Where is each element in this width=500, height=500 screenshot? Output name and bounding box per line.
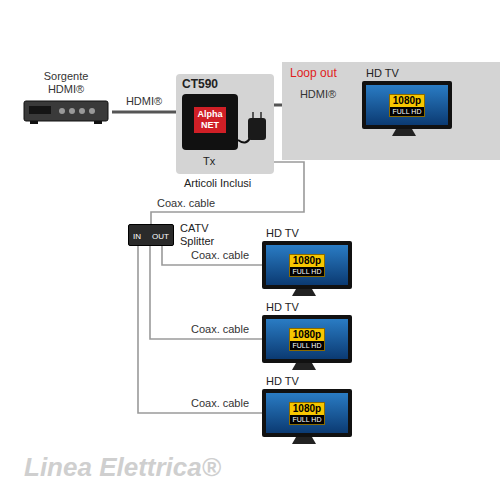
tv-screen: 1080pFULL HD [266, 393, 348, 433]
receiver-illustration [22, 98, 110, 126]
tv-stand [362, 129, 446, 137]
device-name: CATV Splitter [180, 222, 234, 248]
cable-label: Coax. cable [191, 397, 249, 409]
model-name: CT590 [182, 77, 218, 91]
brand-logo: Alpha NET [194, 107, 226, 133]
illustration-part [69, 108, 75, 114]
tv-frame: 1080pFULL HD [262, 315, 352, 363]
coax-cable [138, 246, 262, 413]
resolution-text: FULL HD [290, 341, 324, 350]
illustration-part [94, 121, 102, 124]
tv-node: HD TV 1080pFULL HD [262, 374, 352, 445]
tv-stand [262, 289, 346, 297]
tv-node: HD TV 1080pFULL HD [362, 66, 452, 137]
illustration-part [30, 121, 38, 124]
tv-title: HD TV [362, 66, 452, 81]
device-title: Sorgente HDMI® [35, 70, 97, 96]
illustration-part [29, 106, 51, 114]
illustration-part [260, 112, 262, 118]
tv-frame: 1080pFULL HD [262, 389, 352, 437]
tv-title: HD TV [262, 226, 352, 241]
resolution-badge: 1080pFULL HD [289, 254, 325, 277]
resolution-text: FULL HD [290, 267, 324, 276]
resolution-text: 1080p [290, 403, 324, 415]
panel-node: Loop out HD TV 1080pFULL HD [282, 62, 500, 160]
unit-label: Tx [203, 155, 215, 167]
resolution-text: FULL HD [290, 415, 324, 424]
cable-label: Coax. cable [191, 249, 249, 261]
tv-frame: 1080pFULL HD [262, 241, 352, 289]
illustration-part [182, 94, 238, 150]
port-label: OUT [152, 232, 169, 241]
tv-node: HD TV 1080pFULL HD [262, 300, 352, 371]
resolution-badge: 1080pFULL HD [289, 402, 325, 425]
illustration-part [392, 129, 416, 136]
tv-title: HD TV [262, 374, 352, 389]
coax-cable [150, 246, 262, 339]
splitter-node: CATV SplitterINOUT [128, 224, 174, 246]
illustration-part [59, 108, 65, 114]
tv-stand [262, 363, 346, 371]
illustration-part [292, 289, 316, 296]
illustration-part [252, 112, 254, 118]
included-note: Articoli Inclusi [184, 177, 251, 189]
panel-title: Loop out [290, 66, 337, 80]
device-node: Sorgente HDMI® [20, 70, 112, 126]
tv-node: HD TV 1080pFULL HD [262, 226, 352, 297]
resolution-badge: 1080pFULL HD [389, 94, 425, 117]
illustration-part [292, 363, 316, 370]
illustration-part [248, 118, 266, 140]
watermark: Linea Elettrica® [24, 452, 221, 483]
port-label: IN [133, 232, 141, 241]
cable-label: HDMI® [300, 88, 336, 100]
resolution-text: 1080p [390, 95, 424, 107]
illustration-part [24, 101, 108, 121]
hdmi-cable [112, 111, 176, 114]
cable-label: Coax. cable [191, 323, 249, 335]
cable-label: Coax. cable [157, 197, 215, 209]
illustration-part [89, 108, 95, 114]
tv-title: HD TV [262, 300, 352, 315]
illustration-part [238, 138, 250, 143]
tv-frame: 1080pFULL HD [362, 81, 452, 129]
resolution-badge: 1080pFULL HD [289, 328, 325, 351]
tv-screen: 1080pFULL HD [366, 85, 448, 125]
tv-stand [262, 437, 346, 445]
cable-label: HDMI® [126, 95, 162, 107]
resolution-text: FULL HD [390, 107, 424, 116]
illustration-part [79, 108, 85, 114]
resolution-text: 1080p [290, 255, 324, 267]
tv-screen: 1080pFULL HD [266, 245, 348, 285]
resolution-text: 1080p [290, 329, 324, 341]
illustration-part [292, 437, 316, 444]
tv-screen: 1080pFULL HD [266, 319, 348, 359]
coax-cable [162, 246, 262, 265]
